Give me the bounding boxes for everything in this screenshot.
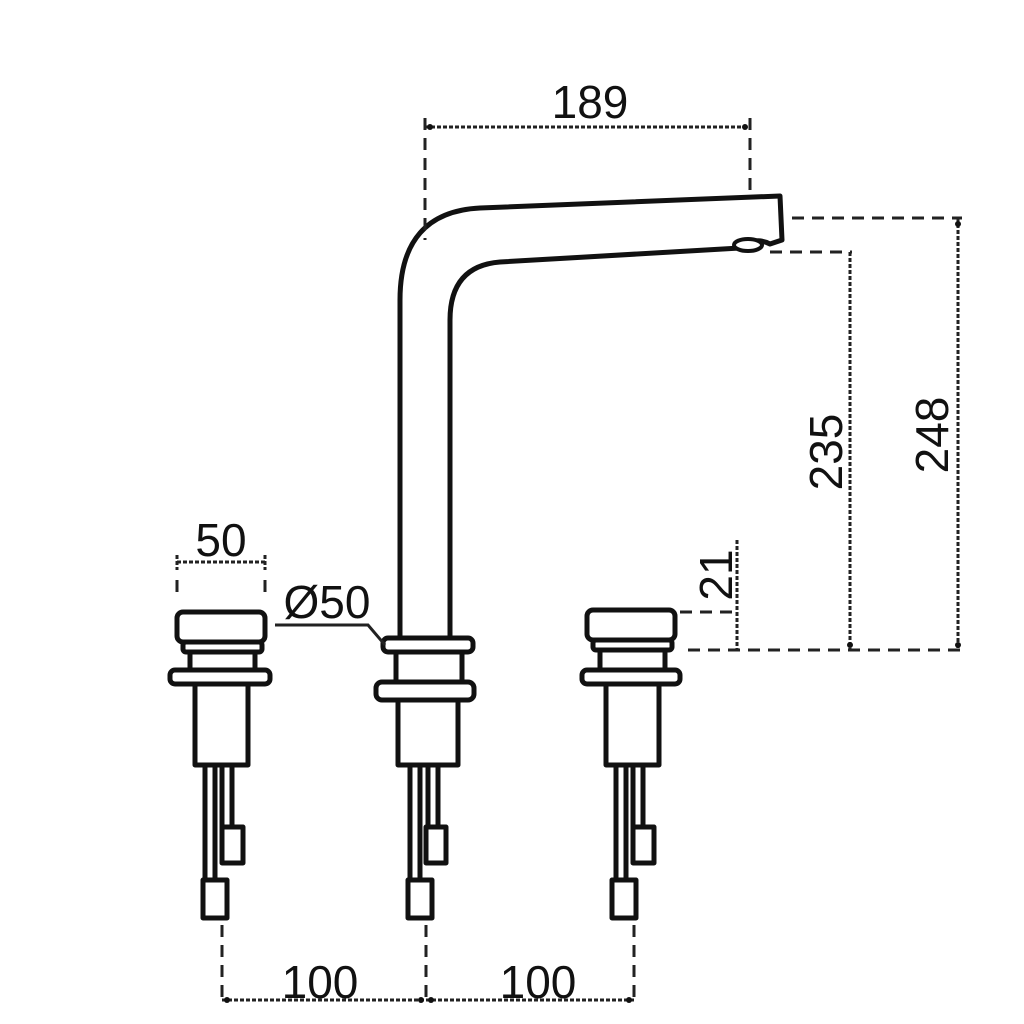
label-spacing-right: 100: [500, 956, 577, 1008]
label-spacing-left: 100: [282, 956, 359, 1008]
label-spout-reach: 189: [552, 76, 629, 128]
aerator: [732, 237, 764, 253]
label-handle-width: 50: [195, 514, 246, 566]
leader-base-diameter: [275, 623, 387, 646]
right-handle: [579, 607, 683, 921]
dimension-spout-reach: [423, 118, 752, 240]
label-total-height: 248: [906, 397, 958, 474]
label-outlet-height: 235: [800, 414, 852, 491]
dimension-outlet-height: [770, 250, 853, 650]
dimension-spacing: [220, 925, 636, 1005]
left-handle: [167, 609, 273, 921]
center-spout-base: [373, 635, 477, 921]
dimension-handle-width: [175, 555, 267, 600]
dimension-handle-height: [680, 540, 739, 650]
label-handle-height: 21: [690, 549, 742, 600]
dimension-total-height: [792, 216, 962, 650]
label-base-diameter: Ø50: [284, 576, 371, 628]
